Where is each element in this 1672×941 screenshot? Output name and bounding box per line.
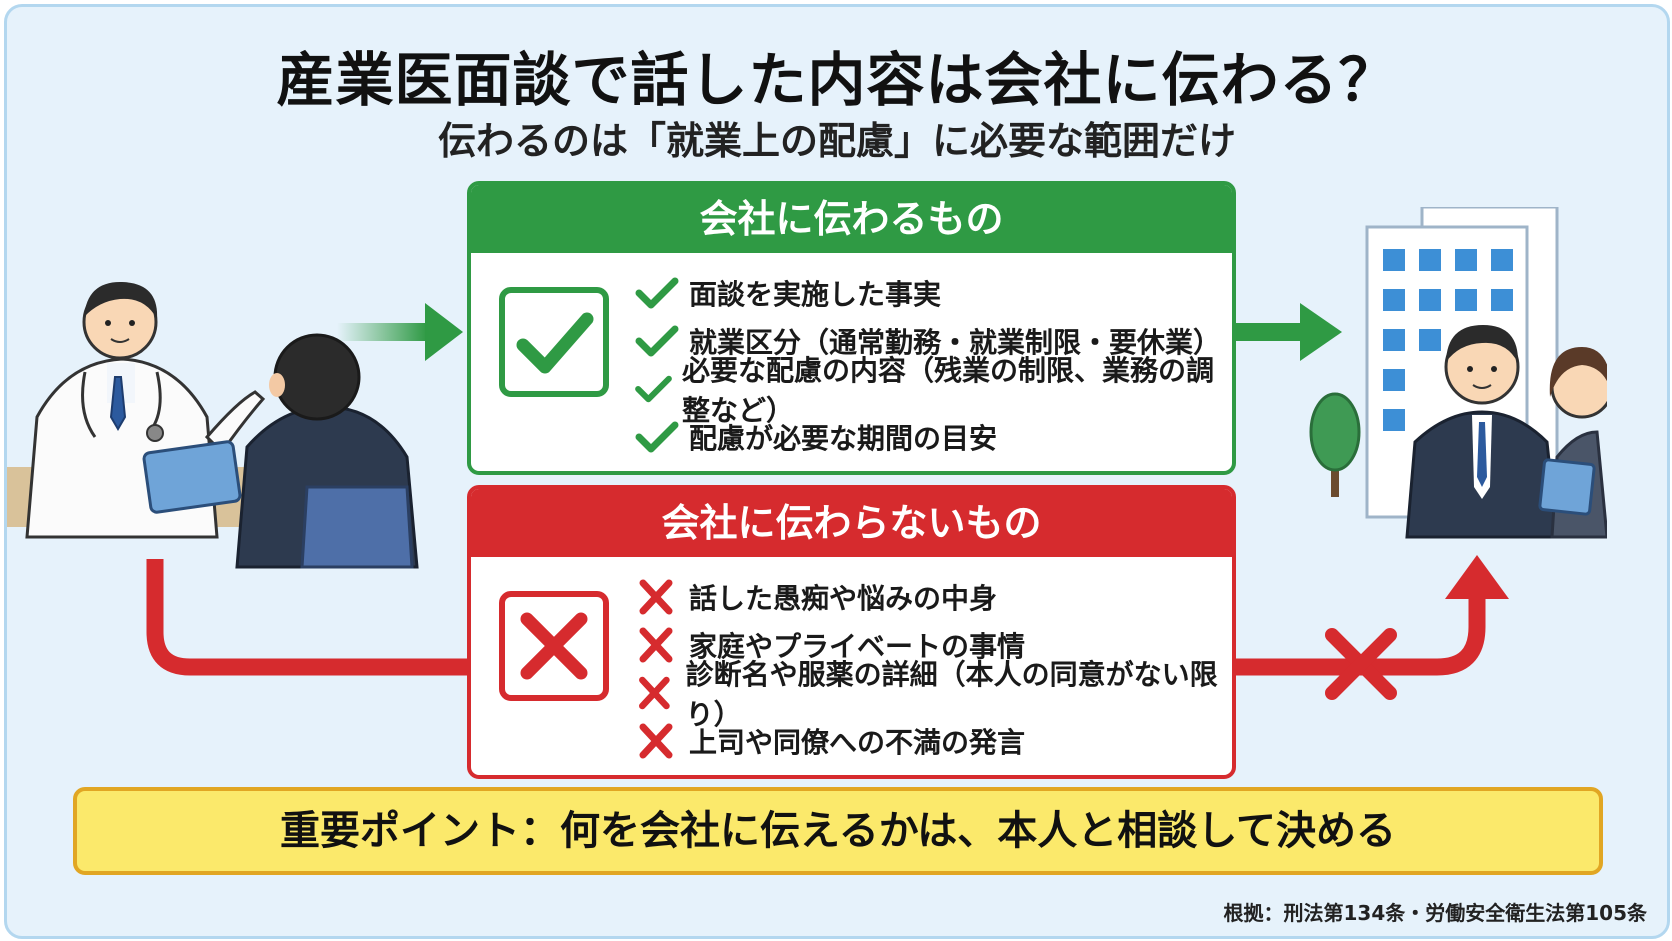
list-item: 家庭やプライベートの事情 bbox=[633, 621, 1232, 669]
cross-icon bbox=[639, 579, 673, 615]
tree-icon bbox=[1309, 392, 1361, 497]
shared-info-list: 面談を実施した事実 就業区分（通常勤務・就業制限・要休業） 必要な配慮の内容（残… bbox=[633, 269, 1232, 461]
not-shared-info-list: 話した愚痴や悩みの中身 家庭やプライベートの事情 診断名や服薬の詳細（本人の同意… bbox=[633, 573, 1232, 765]
cross-icon bbox=[639, 723, 673, 759]
list-item: 上司や同僚への不満の発言 bbox=[633, 717, 1232, 765]
legal-source-note: 根拠：刑法第134条・労働安全衛生法第105条 bbox=[1223, 901, 1648, 925]
doctor-icon bbox=[25, 281, 266, 539]
female-staff-icon bbox=[1538, 347, 1607, 539]
cross-icon bbox=[639, 676, 670, 710]
list-item: 就業区分（通常勤務・就業制限・要休業） bbox=[633, 317, 1232, 365]
check-icon bbox=[635, 375, 672, 403]
male-staff-icon bbox=[1405, 325, 1559, 539]
list-item: 必要な配慮の内容（残業の制限、業務の調整など） bbox=[633, 354, 1232, 427]
not-shared-info-panel: 会社に伝わらないもの 話した愚痴や悩みの中身 家庭やプライベートの事情 診断名や… bbox=[467, 485, 1236, 779]
list-item: 話した愚痴や悩みの中身 bbox=[633, 573, 1232, 621]
key-point-banner: 重要ポイント：何を会社に伝えるかは、本人と相談して決める bbox=[73, 787, 1603, 875]
check-mark-icon bbox=[499, 287, 609, 397]
cross-mark-icon bbox=[499, 591, 609, 701]
check-icon bbox=[635, 421, 679, 453]
check-icon bbox=[635, 277, 679, 309]
red-route-arrowhead bbox=[1445, 555, 1509, 599]
company-building-and-staff-illustration bbox=[1309, 207, 1607, 539]
list-item: 面談を実施した事実 bbox=[633, 269, 1232, 317]
shared-info-heading: 会社に伝わるもの bbox=[471, 185, 1232, 253]
blocked-cross-icon bbox=[1325, 628, 1397, 700]
shared-info-panel: 会社に伝わるもの 面談を実施した事実 就業区分（通常勤務・就業制限・要休業） 必… bbox=[467, 181, 1236, 475]
not-shared-info-heading: 会社に伝わらないもの bbox=[471, 489, 1232, 557]
cross-icon bbox=[639, 627, 673, 663]
chair-shape bbox=[300, 485, 414, 569]
doctor-consultation-illustration bbox=[7, 281, 419, 569]
check-icon bbox=[635, 325, 679, 357]
list-item: 診断名や服薬の詳細（本人の同意がない限り） bbox=[633, 658, 1232, 731]
infographic: 産業医面談で話した内容は会社に伝わる？ 伝わるのは「就業上の配慮」に必要な範囲だ… bbox=[4, 4, 1670, 939]
list-item: 配慮が必要な期間の目安 bbox=[633, 413, 1232, 461]
employee-icon bbox=[235, 333, 419, 569]
page-title: 産業医面談で話した内容は会社に伝わる？ bbox=[276, 46, 1398, 114]
page-subtitle: 伝わるのは「就業上の配慮」に必要な範囲だけ bbox=[437, 119, 1236, 163]
